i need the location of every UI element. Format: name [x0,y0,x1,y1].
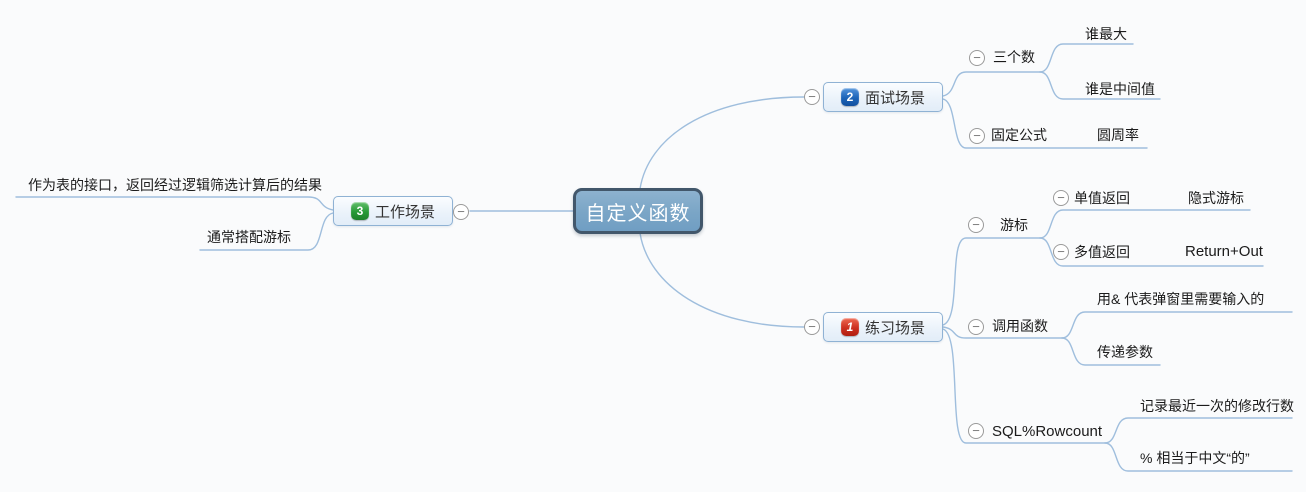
topic-practice-label: 练习场景 [864,319,925,337]
collapse-icon-cursor[interactable]: − [968,217,984,233]
topic-pi[interactable]: 圆周率 [1097,127,1139,143]
topic-single-return[interactable]: 单值返回 [1074,190,1130,206]
collapse-icon-fixed-formula[interactable]: − [969,128,985,144]
wire-call-pass-params [1061,337,1161,366]
topic-pass-params[interactable]: 传递参数 [1097,344,1153,360]
topic-return-out[interactable]: Return+Out [1185,243,1263,260]
topic-cursor[interactable]: 游标 [1000,217,1028,233]
wire-cursor-single-return [1039,209,1251,239]
topic-table-interface[interactable]: 作为表的接口，返回经过逻辑筛选计算后的结果 [28,177,322,193]
topic-with-cursor[interactable]: 通常搭配游标 [207,229,291,245]
topic-percent-meaning[interactable]: % 相当于中文“的” [1140,450,1250,466]
topic-who-middle[interactable]: 谁是中间值 [1085,81,1155,97]
collapse-icon-call-function[interactable]: − [968,319,984,335]
wire-call-amp-input [1061,311,1293,339]
topic-fixed-formula[interactable]: 固定公式 [991,127,1047,143]
wire-practice-cursor [942,237,1041,326]
topic-who-max[interactable]: 谁最大 [1085,26,1127,42]
topic-amp-input[interactable]: 用& 代表弹窗里需要输入的 [1097,291,1265,307]
wire-work-with-cursor [199,212,334,251]
wire-sql-percent-meaning [1104,442,1293,472]
collapse-icon-work[interactable]: − [453,204,469,220]
wire-practice-sql-rowcount [942,328,1106,444]
topic-work-scenario[interactable]: 3 工作场景 [333,196,453,226]
wire-sql-record-rows [1104,417,1293,444]
collapse-icon-three-numbers[interactable]: − [969,50,985,66]
topic-record-rows[interactable]: 记录最近一次的修改行数 [1140,398,1294,414]
wire-interview-three-numbers [942,71,1041,97]
topic-work-label: 工作场景 [374,203,435,221]
collapse-icon-multi-return[interactable]: − [1053,244,1069,260]
priority-3-badge: 3 [350,202,369,220]
root-topic-custom-function[interactable]: 自定义函数 [573,188,703,234]
wire-work-table-interface [15,196,334,211]
priority-1-badge: 1 [840,318,859,336]
wire-root-practice [639,232,805,328]
topic-practice-scenario[interactable]: 1 练习场景 [823,312,943,342]
topic-multi-return[interactable]: 多值返回 [1074,244,1130,260]
root-topic-label: 自定义函数 [585,202,691,225]
topic-call-function[interactable]: 调用函数 [992,318,1048,334]
collapse-icon-sql-rowcount[interactable]: − [968,423,984,439]
topic-interview-label: 面试场景 [864,89,925,107]
wire-interview-fixed-formula [942,98,1148,149]
topic-implicit-cursor[interactable]: 隐式游标 [1188,190,1244,206]
priority-2-badge: 2 [840,88,859,106]
collapse-icon-interview[interactable]: − [804,89,820,105]
wire-cursor-multi-return [1039,237,1264,267]
wire-three-numbers-who-max [1039,43,1134,73]
topic-three-numbers[interactable]: 三个数 [993,49,1035,65]
wire-practice-call-function [942,326,1063,339]
collapse-icon-single-return[interactable]: − [1053,190,1069,206]
wire-root-interview [639,96,805,190]
wire-three-numbers-who-middle [1039,71,1161,100]
topic-interview-scenario[interactable]: 2 面试场景 [823,82,943,112]
collapse-icon-practice[interactable]: − [804,319,820,335]
topic-sql-rowcount[interactable]: SQL%Rowcount [992,423,1103,440]
